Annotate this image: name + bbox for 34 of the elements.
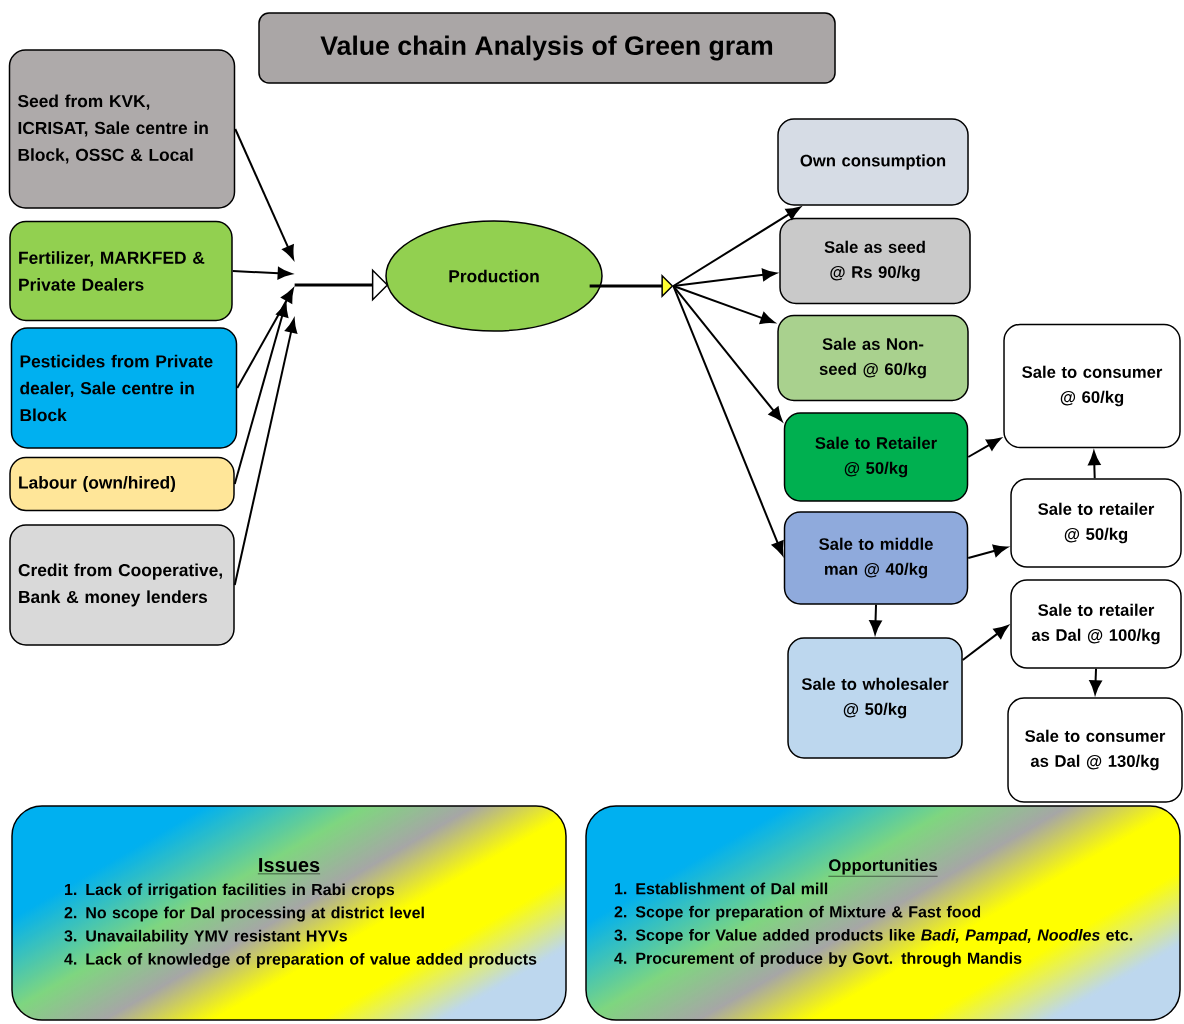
arrow [672, 268, 777, 287]
opportunities-panel: Opportunities 1. Establishment of Dal mill 2. Scope for preparation of Mixture & Fast food 3. Scope for Value added products like Badi, Pampad, Noodles etc. 4. Procurement of produce by Govt. through Mandis [585, 805, 1181, 1021]
outcome-box: Sale to Retailer @ 50/kg [783, 412, 969, 502]
outcome-box: Sale as Non-seed @ 60/kg [777, 314, 969, 402]
outcome-box: Sale to middle man @ 40/kg [783, 511, 969, 605]
input-box: Fertilizer, MARKFED & Private Dealers [9, 220, 233, 322]
arrow [233, 318, 298, 586]
input-box: Seed from KVK, ICRISAT, Sale centre in Block, OSSC & Local [8, 49, 236, 209]
title-box: Value chain Analysis of Green gram [258, 12, 836, 84]
input-box: Labour (own/hired) [9, 456, 235, 512]
input-box: Pesticides from Private dealer, Sale centre in Block [10, 327, 238, 449]
arrow [672, 285, 775, 324]
arrow [1088, 451, 1101, 480]
arrow [961, 625, 1009, 661]
outcome-box: Own consumption [777, 118, 969, 206]
outcome-box: Sale as seed @ Rs 90/kg [779, 217, 971, 305]
outcome-box: Sale to consumer as Dal @ 130/kg [1007, 697, 1183, 803]
outcome-box: Sale to consumer @ 60/kg [1003, 323, 1181, 449]
arrow [234, 128, 295, 260]
arrow [672, 285, 783, 422]
arrow [1089, 667, 1102, 695]
arrow [236, 288, 294, 389]
arrow [672, 206, 801, 287]
arrow [231, 267, 292, 280]
arrow [967, 544, 1008, 559]
issues-panel: Issues 1. Lack of irrigation facilities in Rabi crops 2. No scope for Dal processing at district level 3. Unavailability YMV resistant HYVs 4. Lack of knowledge of preparation of value added products [11, 805, 567, 1021]
input-box: Credit from Cooperative, Bank & money lenders [9, 524, 235, 646]
outcome-box: Sale to retailer as Dal @ 100/kg [1010, 579, 1182, 669]
arrow [672, 285, 784, 556]
arrow [869, 603, 882, 635]
outcome-box: Sale to retailer @ 50/kg [1010, 478, 1182, 568]
arrow [967, 437, 1001, 458]
arrow [233, 302, 289, 485]
outcome-box: Sale to wholesaler @ 50/kg [787, 637, 963, 759]
